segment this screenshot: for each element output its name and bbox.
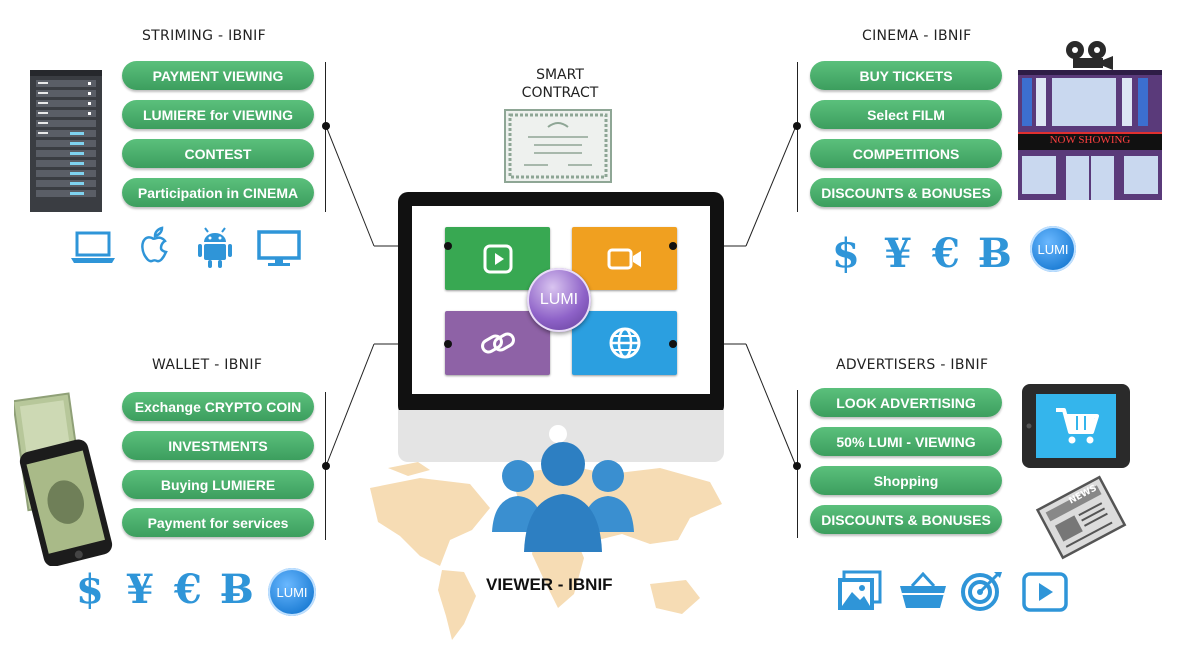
video-tile-dot — [669, 242, 677, 250]
viewers-group-icon — [488, 436, 638, 554]
yen-icon: ¥ — [884, 230, 912, 277]
link-icon — [480, 332, 515, 354]
streaming-divider — [325, 62, 326, 212]
investments-button[interactable]: INVESTMENTS — [122, 431, 314, 460]
wallet-lumi-coin: LUMI — [268, 568, 316, 616]
shopping-button[interactable]: Shopping — [810, 466, 1002, 495]
android-icon — [196, 226, 234, 270]
play-tile[interactable] — [445, 227, 550, 290]
target-icon — [960, 570, 1004, 612]
play-icon — [1022, 572, 1068, 612]
now-showing-sign: NOW SHOWING — [1049, 134, 1131, 146]
cinema-discounts-button[interactable]: DISCOUNTS & BONUSES — [810, 178, 1002, 207]
wallet-title: WALLET - IBNIF — [152, 357, 263, 373]
cinema-building-icon — [1018, 38, 1162, 200]
buying-lumiere-button[interactable]: Buying LUMIERE — [122, 470, 314, 499]
globe-tile-dot — [669, 340, 677, 348]
participation-cinema-button[interactable]: Participation in CINEMA — [122, 178, 314, 207]
payment-services-button[interactable]: Payment for services — [122, 508, 314, 537]
laptop-icon — [70, 230, 116, 266]
payment-viewing-button[interactable]: PAYMENT VIEWING — [122, 61, 314, 90]
wallet-connector-dot — [322, 462, 330, 470]
smart-contract-line-1: SMART — [536, 67, 584, 83]
bitcoin-icon: Ƀ — [978, 230, 1012, 277]
lumi-viewing-button[interactable]: 50% LUMI - VIEWING — [810, 427, 1002, 456]
lumiere-viewing-button[interactable]: LUMIERE for VIEWING — [122, 100, 314, 129]
image-icon — [836, 570, 882, 612]
globe-icon — [609, 327, 640, 359]
bitcoin-icon: Ƀ — [220, 566, 254, 613]
exchange-crypto-button[interactable]: Exchange CRYPTO COIN — [122, 392, 314, 421]
buy-tickets-button[interactable]: BUY TICKETS — [810, 61, 1002, 90]
dollar-icon: $ — [832, 230, 860, 277]
tablet-cart-icon — [1022, 384, 1132, 470]
monitor-button[interactable] — [549, 425, 567, 443]
monitor-icon — [256, 229, 302, 269]
look-advertising-button[interactable]: LOOK ADVERTISING — [810, 388, 1002, 417]
euro-icon: € — [932, 230, 960, 277]
advertisers-connector-dot — [793, 462, 801, 470]
advertisers-title: ADVERTISERS - IBNIF — [836, 357, 989, 373]
advertisers-discounts-button[interactable]: DISCOUNTS & BONUSES — [810, 505, 1002, 534]
viewer-label: VIEWER - IBNIF — [486, 575, 613, 594]
streaming-connector-dot — [322, 122, 330, 130]
link-tile[interactable] — [445, 311, 550, 375]
cinema-divider — [797, 62, 798, 212]
cinema-lumi-coin: LUMI — [1030, 226, 1076, 272]
smart-contract-line-2: CONTRACT — [521, 85, 599, 101]
select-film-button[interactable]: Select FILM — [810, 100, 1002, 129]
video-tile[interactable] — [572, 227, 677, 290]
competitions-button[interactable]: COMPETITIONS — [810, 139, 1002, 168]
basket-icon — [898, 572, 948, 610]
dollar-icon: $ — [76, 566, 104, 613]
play-icon — [483, 244, 512, 273]
cinema-connector-dot — [793, 122, 801, 130]
link-tile-dot — [444, 340, 452, 348]
streaming-title: STRIMING - IBNIF — [142, 28, 266, 44]
certificate-icon — [504, 109, 612, 183]
lumi-hub-coin[interactable]: LUMI — [527, 268, 591, 332]
cinema-title: CINEMA - IBNIF — [862, 28, 972, 44]
smart-contract-label: SMART CONTRACT — [500, 66, 620, 102]
play-tile-dot — [444, 242, 452, 250]
contest-button[interactable]: CONTEST — [122, 139, 314, 168]
apple-icon — [136, 226, 172, 268]
video-camera-icon — [607, 248, 641, 269]
newspaper-icon — [1032, 474, 1132, 560]
yen-icon: ¥ — [126, 566, 154, 613]
euro-icon: € — [174, 566, 202, 613]
server-rack-icon — [30, 70, 102, 212]
globe-tile[interactable] — [572, 311, 677, 375]
phone-money-icon — [14, 388, 118, 566]
